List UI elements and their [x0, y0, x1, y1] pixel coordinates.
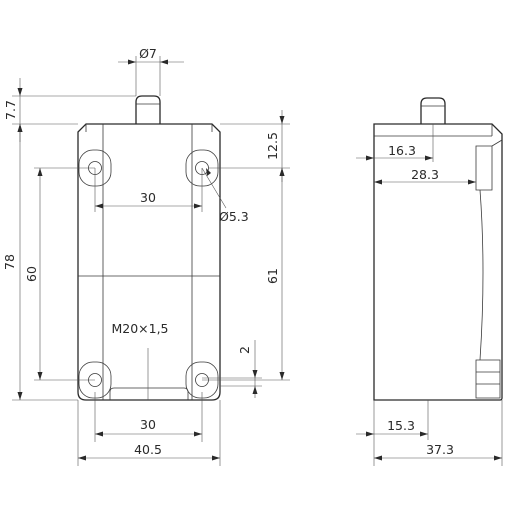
label-overall-width: 40.5 [134, 442, 162, 457]
front-mounting-holes [78, 149, 219, 399]
dim-hole-diameter: Ø5.3 [201, 167, 249, 224]
label-plunger-offset: 16.3 [388, 143, 416, 158]
label-hole-diameter: Ø5.3 [219, 209, 249, 224]
side-plunger [420, 97, 446, 124]
label-hole-spacing-bottom: 30 [140, 417, 156, 432]
dim-thread: M20×1,5 [111, 321, 169, 400]
label-top-offset: 12.5 [265, 132, 280, 160]
front-plunger [135, 95, 161, 124]
label-upper-depth: 28.3 [411, 167, 439, 182]
label-hole-pitch-left: 60 [24, 266, 39, 282]
dim-lower-offset: 15.3 [356, 400, 429, 440]
label-thread: M20×1,5 [111, 321, 168, 336]
dim-hole-pitch-right: 61 [202, 168, 290, 381]
dim-plunger-height: 7.7 [3, 78, 136, 142]
label-plunger-height: 7.7 [3, 100, 18, 120]
dim-overall-width: 40.5 [77, 400, 221, 466]
dim-hole-spacing-bottom: 30 [94, 392, 203, 442]
label-overall-depth: 37.3 [426, 442, 454, 457]
side-housing [373, 123, 503, 401]
front-view: Ø7 7.7 78 12.5 [2, 46, 290, 466]
dim-plunger-offset: 16.3 [356, 124, 434, 162]
dim-plunger-diameter: Ø7 [118, 46, 184, 96]
dim-overall-height: 78 [2, 124, 78, 401]
label-plunger-diameter: Ø7 [139, 46, 157, 61]
dim-overall-depth: 37.3 [373, 400, 503, 466]
dim-hole-pitch-left: 60 [24, 167, 95, 381]
label-lower-offset: 15.3 [387, 418, 415, 433]
dim-hole-spacing-top: 30 [94, 168, 203, 212]
label-bottom-offset: 2 [237, 346, 252, 354]
dim-bottom-offset: 2 [202, 340, 262, 398]
dim-upper-depth: 28.3 [374, 167, 476, 185]
front-housing [77, 123, 221, 401]
side-view: 16.3 28.3 15.3 37.3 [356, 97, 503, 466]
label-hole-pitch-right: 61 [265, 268, 280, 284]
label-overall-height: 78 [2, 254, 17, 270]
label-hole-spacing-top: 30 [140, 190, 156, 205]
